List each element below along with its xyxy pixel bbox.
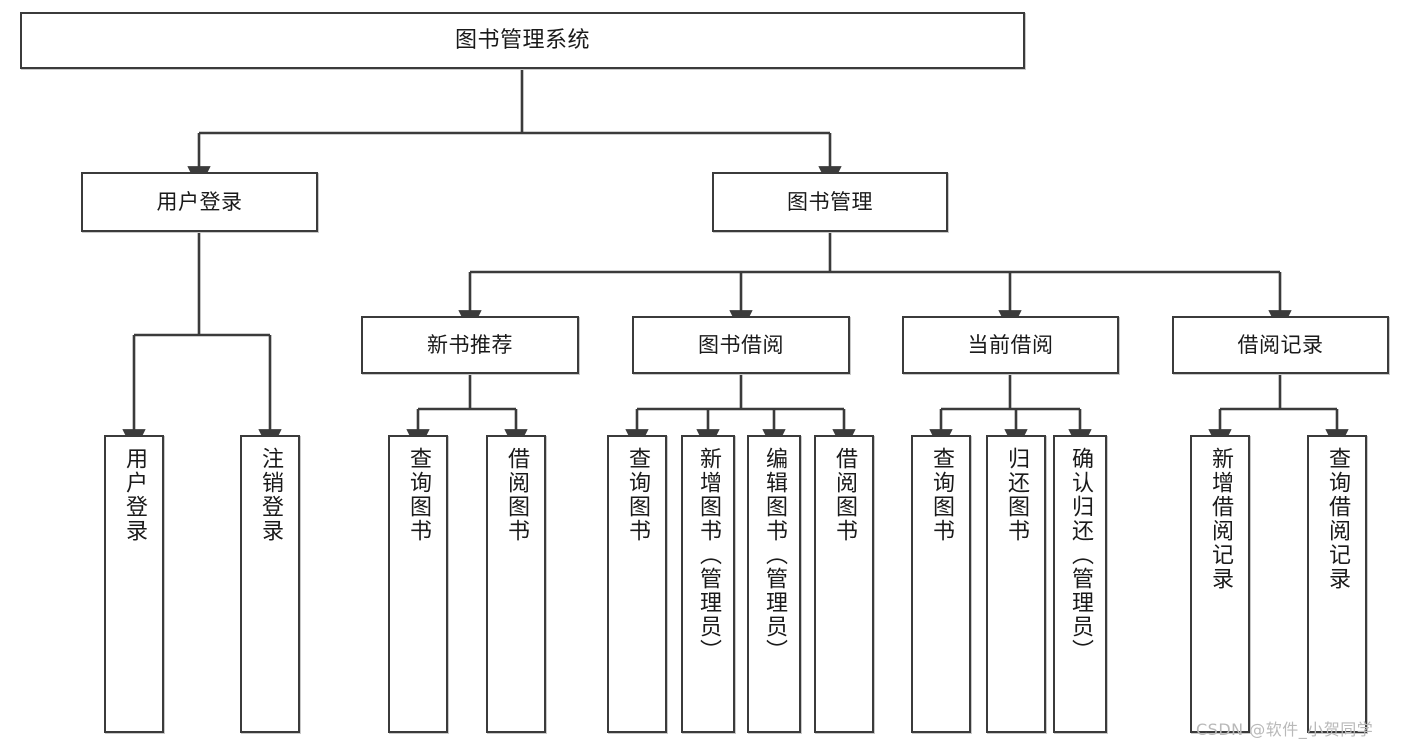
node-label: 查询图书: [624, 447, 650, 543]
node-label: 新增图书（管理员）: [695, 447, 721, 663]
node-new-book-recommendation[interactable]: 新书推荐: [361, 316, 579, 374]
leaf-add-borrowing-record[interactable]: 新增借阅记录: [1190, 435, 1250, 733]
node-label: 归还图书: [1003, 447, 1029, 543]
node-label: 新增借阅记录: [1207, 447, 1233, 591]
node-borrowing-record[interactable]: 借阅记录: [1172, 316, 1389, 374]
node-book-management[interactable]: 图书管理: [712, 172, 948, 232]
node-label: 查询借阅记录: [1324, 447, 1350, 591]
node-current-borrowing[interactable]: 当前借阅: [902, 316, 1119, 374]
node-book-borrowing[interactable]: 图书借阅: [632, 316, 850, 374]
leaf-borrow-book-borrowing[interactable]: 借阅图书: [814, 435, 874, 733]
node-label: 当前借阅: [967, 332, 1054, 357]
node-label: 确认归还（管理员）: [1067, 447, 1093, 663]
node-label: 图书管理系统: [454, 27, 590, 53]
node-label: 查询图书: [405, 447, 431, 543]
node-label: 借阅图书: [831, 447, 857, 543]
leaf-query-book-borrowing[interactable]: 查询图书: [607, 435, 667, 733]
node-user-login[interactable]: 用户登录: [81, 172, 318, 232]
node-label: 编辑图书（管理员）: [761, 447, 787, 663]
node-label: 注销登录: [257, 447, 283, 543]
node-label: 借阅记录: [1237, 332, 1324, 357]
leaf-confirm-return-admin[interactable]: 确认归还（管理员）: [1053, 435, 1107, 733]
leaf-user-login[interactable]: 用户登录: [104, 435, 164, 733]
leaf-query-book-current[interactable]: 查询图书: [911, 435, 971, 733]
node-label: 用户登录: [121, 447, 147, 543]
node-label: 用户登录: [156, 189, 243, 214]
node-root-book-management-system[interactable]: 图书管理系统: [20, 12, 1025, 69]
node-label: 借阅图书: [503, 447, 529, 543]
leaf-user-logout[interactable]: 注销登录: [240, 435, 300, 733]
node-label: 图书管理: [787, 189, 873, 214]
leaf-query-borrowing-record[interactable]: 查询借阅记录: [1307, 435, 1367, 733]
leaf-query-book-new-recommendation[interactable]: 查询图书: [388, 435, 448, 733]
node-label: 新书推荐: [427, 332, 513, 357]
leaf-borrow-book-new-recommendation[interactable]: 借阅图书: [486, 435, 546, 733]
node-label: 查询图书: [928, 447, 954, 543]
leaf-return-book[interactable]: 归还图书: [986, 435, 1046, 733]
leaf-edit-book-admin[interactable]: 编辑图书（管理员）: [747, 435, 801, 733]
leaf-add-book-admin[interactable]: 新增图书（管理员）: [681, 435, 735, 733]
node-label: 图书借阅: [698, 332, 784, 357]
